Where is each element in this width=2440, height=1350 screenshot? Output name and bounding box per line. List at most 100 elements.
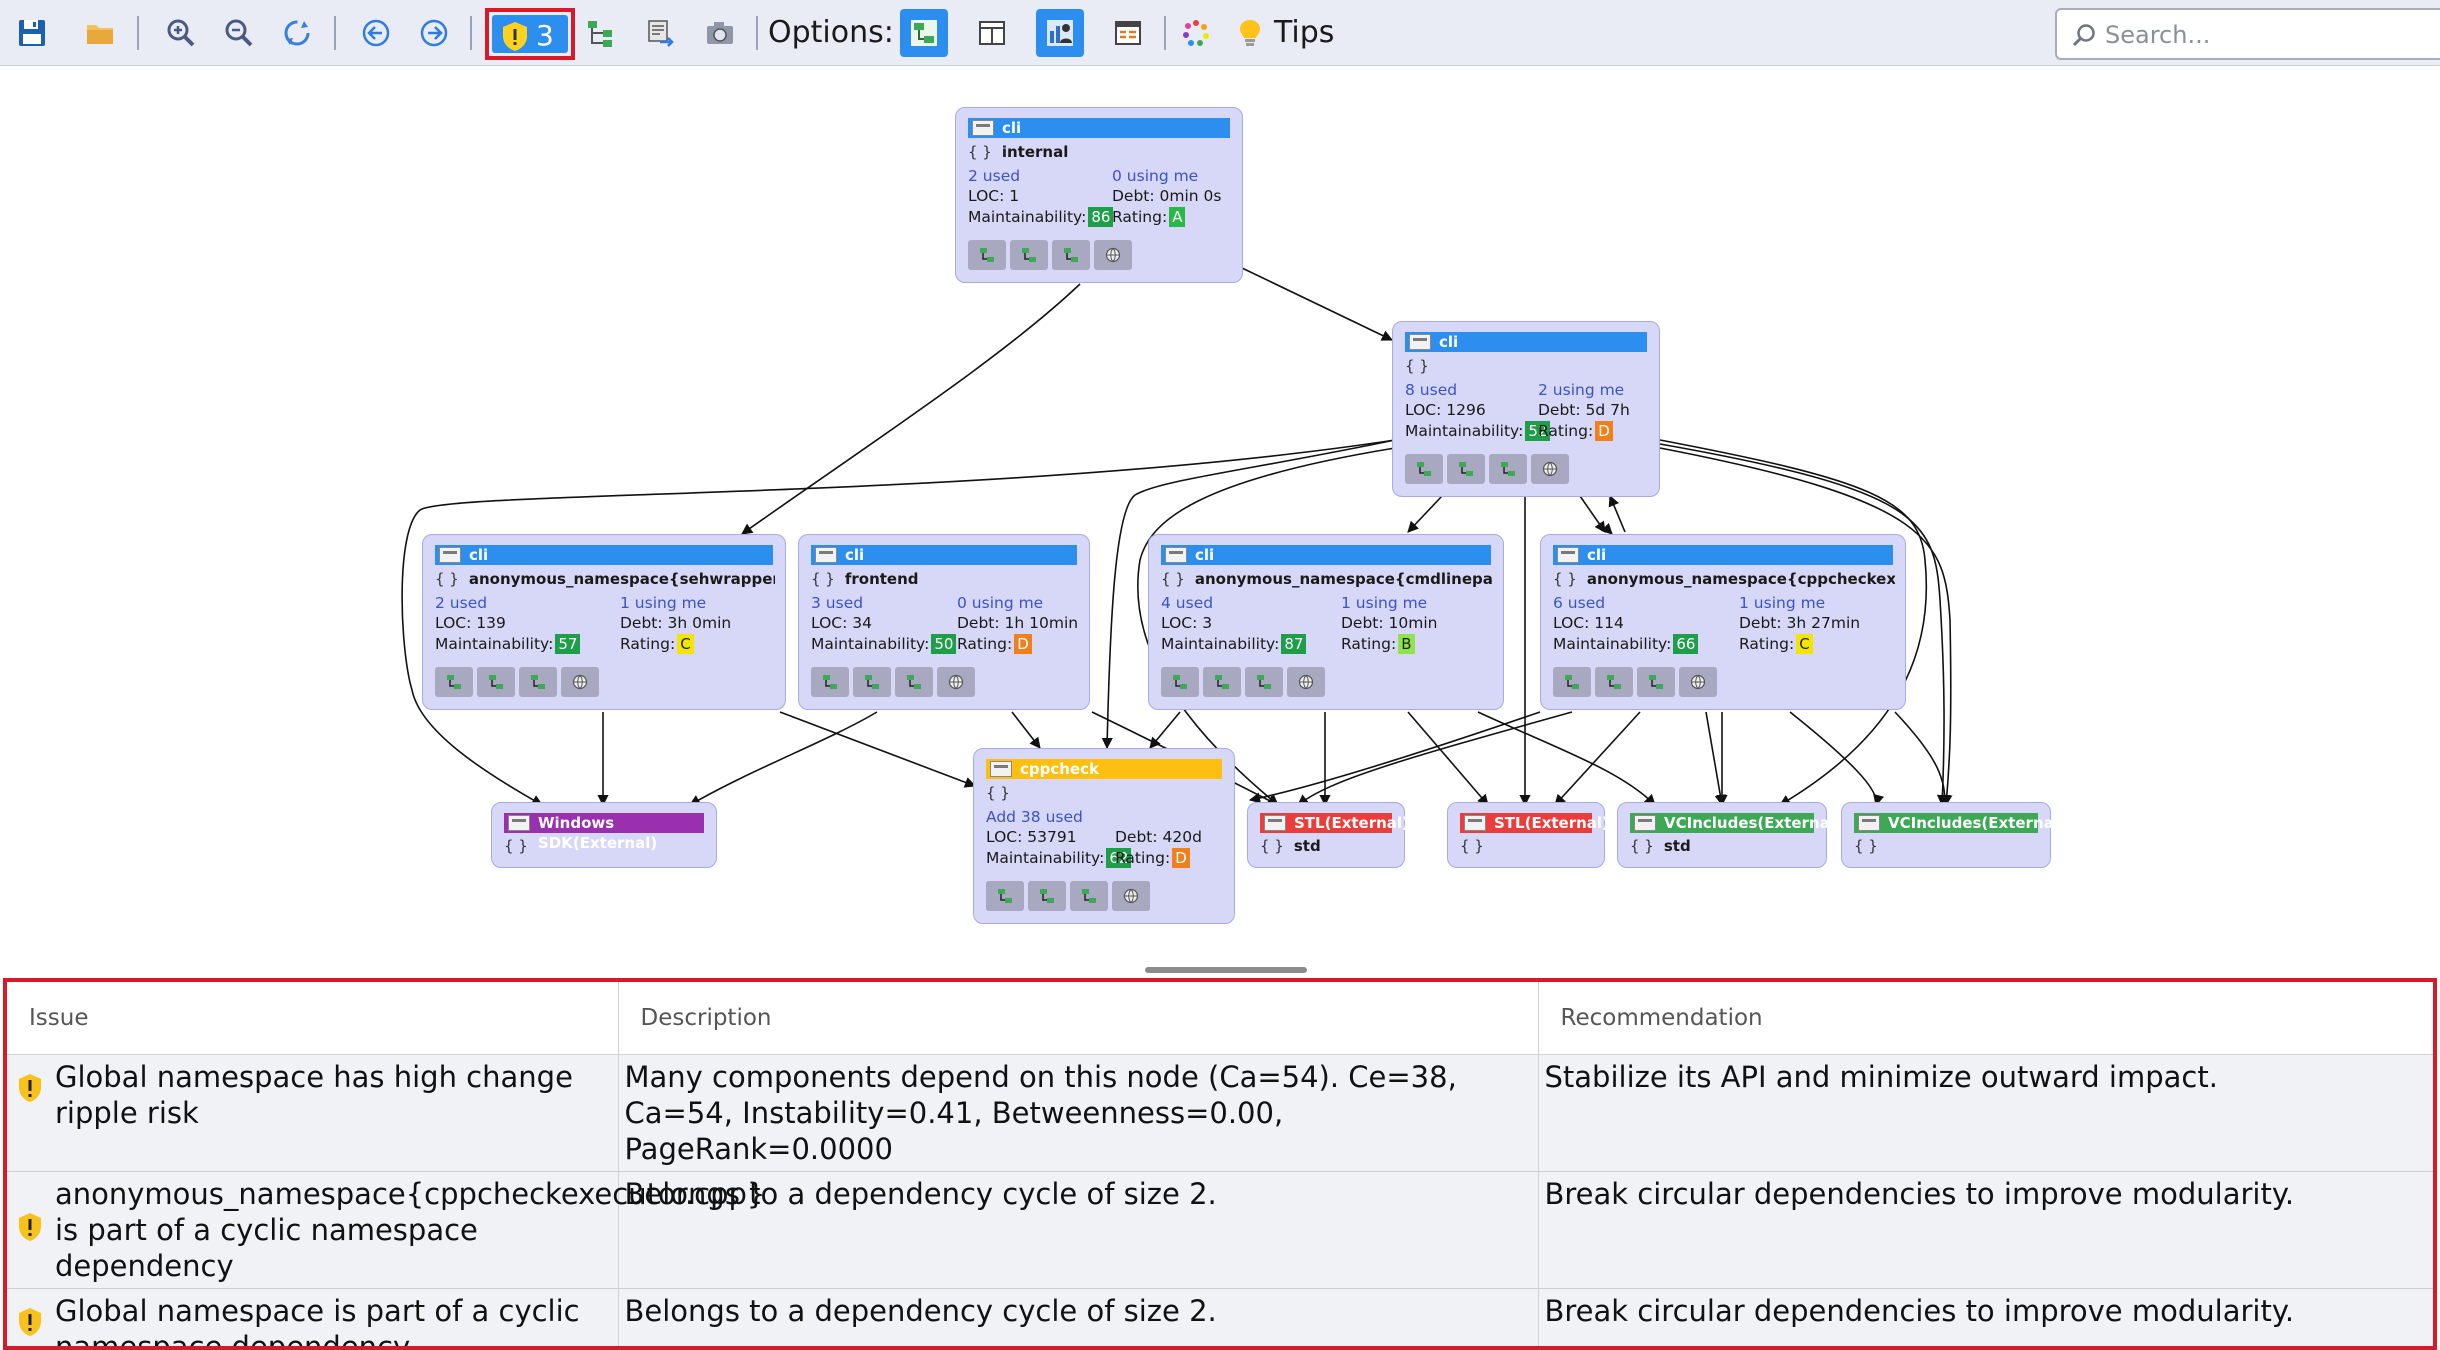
node-globe-button[interactable] [937,667,975,697]
node-header-label: cli [1587,546,1606,564]
table-row[interactable]: Global namespace is part of a cyclic nam… [7,1288,2433,1350]
issues-table: Issue Description Recommendation Global … [7,982,2434,1350]
description-cell: Many components depend on this node (Ca=… [618,1054,1538,1171]
zoom-in-button[interactable] [157,9,205,57]
node-used-link[interactable]: 4 used [1161,593,1213,613]
graph-node[interactable]: cli{ }frontend3 used0 using meLOC: 34Deb… [798,534,1090,710]
graph-node[interactable]: cli{ }8 used2 using meLOC: 1296Debt: 5d … [1392,321,1660,497]
dependency-graph-canvas[interactable]: cli{ }internal2 used0 using meLOC: 1Debt… [0,66,2440,966]
back-button[interactable] [352,9,400,57]
node-graph-button[interactable] [1052,240,1090,270]
export-button[interactable] [636,9,684,57]
graph-node[interactable]: cli{ }anonymous_namespace{cmdlinepar...4… [1148,534,1504,710]
screenshot-button[interactable] [696,9,744,57]
column-header-issue[interactable]: Issue [7,982,618,1054]
node-used-link[interactable]: 8 used [1405,380,1457,400]
node-graph-button[interactable] [1405,454,1443,484]
back-icon [360,17,392,49]
node-graph-button[interactable] [1070,881,1108,911]
lightbulb-icon [1234,17,1266,49]
node-graph-button[interactable] [811,667,849,697]
issues-toggle-button[interactable]: 3 [485,8,575,60]
node-graph-button[interactable] [435,667,473,697]
node-graph-button[interactable] [1595,667,1633,697]
window-icon [1409,334,1431,350]
panel-layout-icon [976,17,1008,49]
node-using-me-link[interactable]: 1 using me [620,593,706,613]
node-graph-button[interactable] [1447,454,1485,484]
node-loc: LOC: 114 [1553,613,1624,633]
tips-label[interactable]: Tips [1274,13,1334,53]
node-using-me-link[interactable]: 0 using me [957,593,1043,613]
graph-node[interactable]: cli{ }internal2 used0 using meLOC: 1Debt… [955,107,1243,283]
forward-button[interactable] [410,9,458,57]
table-row[interactable]: Global namespace has high change ripple … [7,1054,2433,1171]
node-globe-button[interactable] [1531,454,1569,484]
node-globe-button[interactable] [1287,667,1325,697]
node-used-link[interactable]: 2 used [435,593,487,613]
option-list-button[interactable] [1104,9,1152,57]
external-node[interactable]: VCIncludes(External){ } [1841,802,2051,868]
node-graph-button[interactable] [1553,667,1591,697]
node-graph-button[interactable] [1637,667,1675,697]
tips-button[interactable] [1226,9,1274,57]
save-button[interactable] [8,9,56,57]
node-using-me-link[interactable]: 2 using me [1538,380,1624,400]
node-used-link[interactable]: 6 used [1553,593,1605,613]
node-graph-button[interactable] [986,881,1024,911]
node-graph-button[interactable] [519,667,557,697]
graph-node[interactable]: cli{ }anonymous_namespace{sehwrapper...2… [422,534,786,710]
option-metrics-button[interactable] [1036,9,1084,57]
node-loc: LOC: 34 [811,613,872,633]
node-used-link[interactable]: Add 38 used [986,807,1083,827]
external-node[interactable]: STL(External){ }std [1247,802,1405,868]
node-graph-button[interactable] [895,667,933,697]
refresh-button[interactable] [273,9,321,57]
node-used-link[interactable]: 2 used [968,166,1020,186]
node-graph-button[interactable] [853,667,891,697]
node-using-me-link[interactable]: 0 using me [1112,166,1198,186]
warning-icon [17,1212,43,1242]
column-header-recommendation[interactable]: Recommendation [1538,982,2433,1054]
node-globe-button[interactable] [1112,881,1150,911]
node-graph-button[interactable] [1489,454,1527,484]
graph-node[interactable]: cli{ }anonymous_namespace{cppcheckex...6… [1540,534,1906,710]
node-graph-button[interactable] [1028,881,1066,911]
issues-panel: Issue Description Recommendation Global … [3,978,2437,1350]
node-debt: Debt: 420d [1115,827,1202,847]
node-using-me-link[interactable]: 1 using me [1739,593,1825,613]
search-input[interactable] [2105,16,2435,54]
node-rating: Rating:A [1112,207,1185,227]
column-header-description[interactable]: Description [618,982,1538,1054]
namespace-braces-icon: { } [986,784,1010,802]
option-layout-button[interactable] [968,9,1016,57]
node-graph-button[interactable] [968,240,1006,270]
option-graph-button[interactable] [900,9,948,57]
open-button[interactable] [76,9,124,57]
panel-splitter-handle[interactable] [1145,967,1307,973]
table-row[interactable]: anonymous_namespace{cppcheckexecutor.cpp… [7,1171,2433,1288]
zoom-out-button[interactable] [215,9,263,57]
rating-badge: D [1595,421,1613,441]
node-graph-button[interactable] [1245,667,1283,697]
graph-node[interactable]: cppcheck{ }Add 38 usedLOC: 53791Debt: 42… [973,748,1235,924]
toolbar-separator [756,16,758,50]
node-globe-button[interactable] [561,667,599,697]
search-box[interactable] [2055,8,2440,60]
rating-label: Rating: [1739,635,1794,653]
namespace-braces-icon: { } [968,143,992,161]
node-using-me-link[interactable]: 1 using me [1341,593,1427,613]
node-graph-button[interactable] [1203,667,1241,697]
node-graph-button[interactable] [1161,667,1199,697]
rating-badge: C [1796,634,1812,654]
external-node[interactable]: STL(External){ } [1447,802,1605,868]
external-node[interactable]: VCIncludes(External){ }std [1617,802,1827,868]
node-globe-button[interactable] [1094,240,1132,270]
external-node[interactable]: Windows SDK(External){ } [491,802,717,868]
color-scheme-button[interactable] [1172,9,1220,57]
hierarchy-button[interactable] [576,9,624,57]
node-used-link[interactable]: 3 used [811,593,863,613]
node-graph-button[interactable] [477,667,515,697]
node-globe-button[interactable] [1679,667,1717,697]
node-graph-button[interactable] [1010,240,1048,270]
